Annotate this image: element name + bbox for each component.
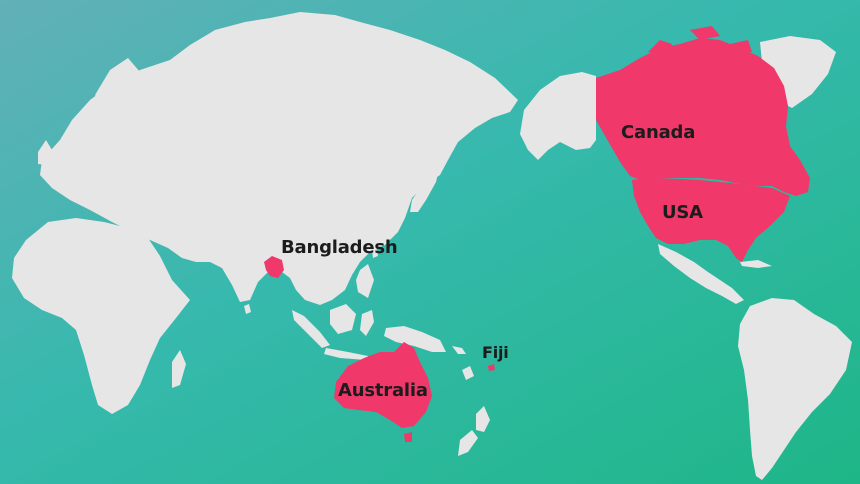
landmass-philippines — [356, 264, 374, 298]
landmass-borneo — [330, 304, 356, 334]
landmass-africa — [12, 218, 190, 414]
landmass-cuba — [740, 260, 772, 268]
landmass-british-isles — [38, 140, 52, 165]
country-usa-shape — [632, 178, 790, 262]
country-label-usa: USA — [662, 202, 703, 223]
country-label-bangladesh: Bangladesh — [281, 237, 398, 258]
landmass-scandinavia — [95, 58, 140, 110]
landmass-new-caledonia — [462, 366, 474, 380]
landmass-hokkaido — [440, 144, 452, 158]
landmass-new-zealand-north — [476, 406, 490, 432]
country-fiji-shape — [488, 364, 495, 371]
country-australia-tasmania — [404, 432, 412, 442]
country-bangladesh-shape — [264, 256, 284, 278]
country-canada-shape — [596, 38, 810, 196]
landmass-sumatra — [292, 310, 330, 348]
landmass-taiwan — [372, 246, 378, 258]
landmass-sulawesi — [360, 310, 374, 336]
landmass-south-america — [738, 298, 852, 480]
country-label-canada: Canada — [621, 122, 696, 143]
landmass-madagascar — [172, 350, 186, 388]
landmass-new-zealand-south — [458, 430, 478, 456]
landmass-new-guinea — [384, 326, 446, 352]
country-label-australia: Australia — [338, 380, 428, 401]
landmass-sri-lanka — [244, 304, 251, 314]
country-label-fiji: Fiji — [482, 343, 509, 362]
highlighted-countries-group — [264, 26, 810, 442]
landmass-mexico — [658, 244, 744, 304]
landmass-java — [324, 348, 368, 360]
landmass-eurasia — [40, 12, 518, 305]
landmass-japan — [410, 160, 440, 212]
landmass-alaska — [520, 72, 596, 160]
landmass-solomon-islands — [452, 346, 466, 354]
country-australia-shape — [334, 342, 432, 428]
country-canada-arctic-islands — [648, 26, 752, 56]
